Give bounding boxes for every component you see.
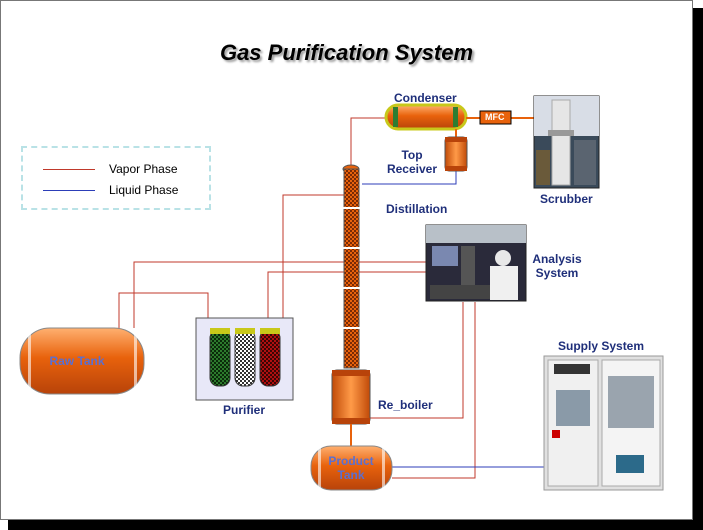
vapor-lines: [118, 117, 476, 479]
scrubber-label: Scrubber: [540, 192, 593, 206]
liquid-phase-line: [43, 190, 95, 191]
liquid-phase-label: Liquid Phase: [109, 183, 179, 197]
reboiler: [331, 369, 371, 425]
purifier-label: Purifier: [223, 403, 266, 417]
analysis-system-image: [425, 224, 527, 302]
liquid-lines: [362, 168, 545, 468]
slide-shadow-right: [693, 8, 703, 530]
supply-system-label: Supply System: [558, 339, 645, 353]
top-receiver-label: Top Receiver: [382, 148, 442, 176]
analysis-label-line2: System: [535, 266, 579, 280]
vapor-phase-line: [43, 169, 95, 170]
condenser-label: Condenser: [394, 91, 457, 105]
reboiler-label: Re_boiler: [378, 398, 433, 412]
page-title: Gas Purification System: [219, 40, 474, 65]
raw-tank-label: Raw Tank: [49, 354, 105, 368]
supply-system-image: [543, 355, 664, 491]
product-tank-label: Product Tank: [320, 454, 382, 482]
scrubber-image: [533, 95, 600, 189]
mfc-box: [479, 110, 512, 125]
product-tank-label-line2: Tank: [337, 468, 365, 482]
analysis-label-line1: Analysis: [532, 252, 582, 266]
product-tank-label-line1: Product: [328, 454, 374, 468]
vapor-phase-label: Vapor Phase: [109, 162, 178, 176]
slide-shadow-bottom: [8, 520, 703, 530]
distillation-label: Distillation: [386, 202, 448, 216]
distillation-column: [342, 164, 360, 369]
top-receiver-label-line2: Receiver: [386, 162, 438, 176]
mfc-label: MFC: [485, 112, 505, 122]
purifier: [195, 317, 294, 401]
top-receiver: [444, 136, 468, 172]
product-tank: [310, 445, 393, 491]
top-receiver-label-line1: Top: [401, 148, 423, 162]
raw-tank: [19, 327, 145, 395]
legend-box: Vapor Phase Liquid Phase: [21, 146, 211, 210]
condenser: [384, 103, 468, 131]
analysis-system-label: Analysis System: [526, 252, 588, 280]
